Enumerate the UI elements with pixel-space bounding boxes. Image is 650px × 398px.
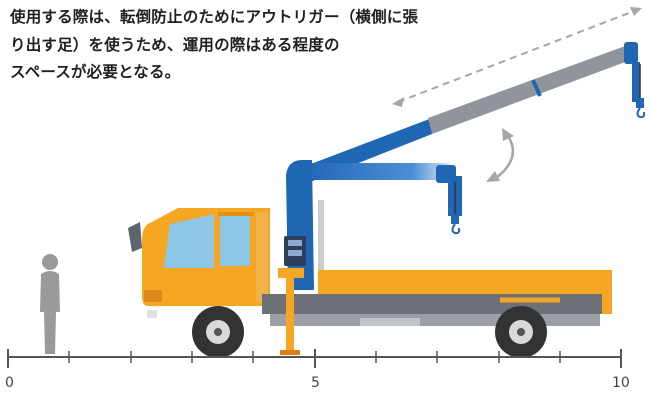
truck-cab — [128, 208, 270, 318]
scale-label-0: 0 — [5, 375, 14, 391]
rear-wheel — [495, 306, 547, 358]
scale-label-5: 5 — [311, 375, 320, 391]
front-wheel — [192, 306, 244, 358]
caption-line-1: 使用する際は、転倒防止のためにアウトリガー（横側に張 — [10, 8, 419, 26]
short-boom-hook-icon — [451, 214, 461, 235]
truck-bed — [262, 270, 612, 326]
crane-column — [284, 160, 324, 292]
caption-line-3: スペースが必要となる。 — [10, 63, 181, 81]
ground-scale — [7, 349, 622, 368]
person-silhouette — [40, 254, 60, 354]
boom-rotation-arrow — [486, 128, 515, 182]
caption-line-2: り出す足）を使うため、運用の際はある程度の — [10, 35, 340, 54]
retracted-boom — [300, 163, 462, 235]
long-boom-hook-icon — [636, 98, 646, 119]
outrigger — [278, 268, 304, 355]
scale-label-10: 10 — [612, 375, 630, 391]
boom-extension-arrow — [392, 7, 643, 107]
caption-text: 使用する際は、転倒防止のためにアウトリガー（横側に張 り出す足）を使うため、運用… — [10, 4, 510, 87]
